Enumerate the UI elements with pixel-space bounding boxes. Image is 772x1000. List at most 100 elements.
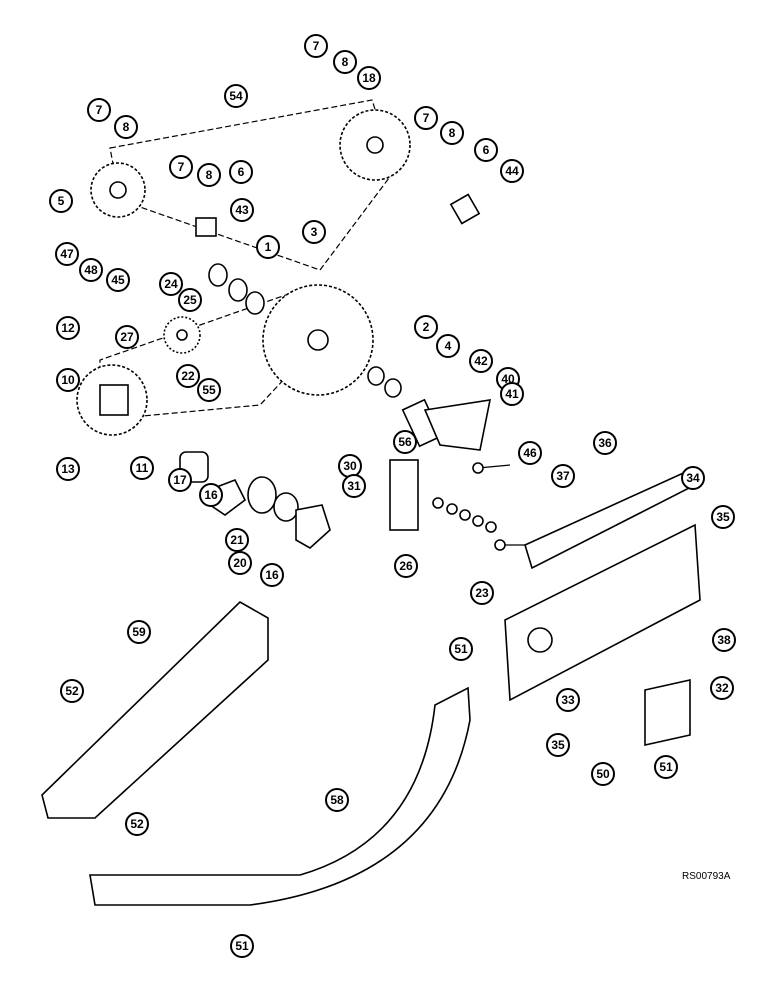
callout-33: 33 [556,688,580,712]
callout-label: 31 [347,479,361,493]
shaft-44 [449,193,481,225]
callout-label: 7 [96,103,103,117]
callout-label: 51 [659,760,673,774]
callout-label: 50 [596,767,610,781]
callout-54: 54 [224,84,248,108]
callout-label: 46 [523,446,537,460]
guide-58 [89,686,471,906]
callout-label: 56 [398,435,412,449]
callout-52: 52 [125,812,149,836]
callout-label: 45 [111,273,125,287]
callout-38: 38 [712,628,736,652]
callout-label: 8 [449,126,456,140]
callout-25: 25 [178,288,202,312]
callout-7: 7 [169,155,193,179]
callout-label: 51 [235,939,249,953]
callout-36: 36 [593,431,617,455]
washers-26 [432,497,497,533]
callout-label: 5 [58,194,65,208]
callout-52: 52 [60,679,84,703]
callout-label: 25 [183,293,197,307]
callout-label: 8 [342,55,349,69]
callout-label: 27 [120,330,134,344]
callout-label: 7 [313,39,320,53]
callout-35: 35 [546,733,570,757]
callout-label: 2 [423,320,430,334]
callout-label: 17 [173,473,187,487]
callout-label: 32 [715,681,729,695]
callout-50: 50 [591,762,615,786]
callout-8: 8 [333,50,357,74]
callout-59: 59 [127,620,151,644]
sprocket-22 [163,316,201,354]
callout-7: 7 [304,34,328,58]
callout-label: 52 [130,817,144,831]
callout-21: 21 [225,528,249,552]
callout-label: 24 [164,277,178,291]
callout-3: 3 [302,220,326,244]
callout-label: 6 [483,143,490,157]
callout-label: 12 [61,321,75,335]
callout-13: 13 [56,457,80,481]
callout-4: 4 [436,334,460,358]
callout-label: 16 [265,568,279,582]
callout-56: 56 [393,430,417,454]
callout-label: 7 [423,111,430,125]
callout-label: 59 [132,625,146,639]
callout-label: 42 [474,354,488,368]
callout-label: 41 [505,387,519,401]
callout-16: 16 [260,563,284,587]
callout-42: 42 [469,349,493,373]
callout-24: 24 [159,272,183,296]
callout-label: 48 [84,263,98,277]
shaft-43 [195,217,217,237]
callout-label: 35 [551,738,565,752]
callout-label: 44 [505,164,519,178]
callout-label: 7 [178,160,185,174]
callout-16: 16 [199,483,223,507]
callout-label: 33 [561,693,575,707]
callout-30: 30 [338,454,362,478]
callout-label: 21 [230,533,244,547]
sprocket-5 [90,162,146,218]
callout-8: 8 [440,121,464,145]
callout-41: 41 [500,382,524,406]
callout-45: 45 [106,268,130,292]
callout-label: 6 [238,165,245,179]
callout-label: 36 [598,436,612,450]
callout-label: 58 [330,793,344,807]
callout-34: 34 [681,466,705,490]
bracket-50 [644,679,691,746]
sprocket-18 [339,109,411,181]
callout-label: 16 [204,488,218,502]
callout-label: 37 [556,469,570,483]
callout-label: 22 [181,369,195,383]
callout-label: 20 [233,556,247,570]
callout-37: 37 [551,464,575,488]
callout-label: 1 [265,240,272,254]
callout-23: 23 [470,581,494,605]
figure-reference: RS00793A [682,871,731,882]
callout-27: 27 [115,325,139,349]
callout-12: 12 [56,316,80,340]
sprocket-3 [262,284,374,396]
callout-7: 7 [87,98,111,122]
callout-1: 1 [256,235,280,259]
callout-31: 31 [342,474,366,498]
callout-46: 46 [518,441,542,465]
callout-26: 26 [394,554,418,578]
callout-label: 23 [475,586,489,600]
callout-label: 3 [311,225,318,239]
callout-6: 6 [229,160,253,184]
bracket-40 [423,399,492,451]
washers-2 [367,366,402,398]
callout-51: 51 [230,934,254,958]
callout-label: 47 [60,247,74,261]
callout-48: 48 [79,258,103,282]
callout-11: 11 [130,456,154,480]
callout-58: 58 [325,788,349,812]
callout-label: 4 [445,339,452,353]
callout-6: 6 [474,138,498,162]
